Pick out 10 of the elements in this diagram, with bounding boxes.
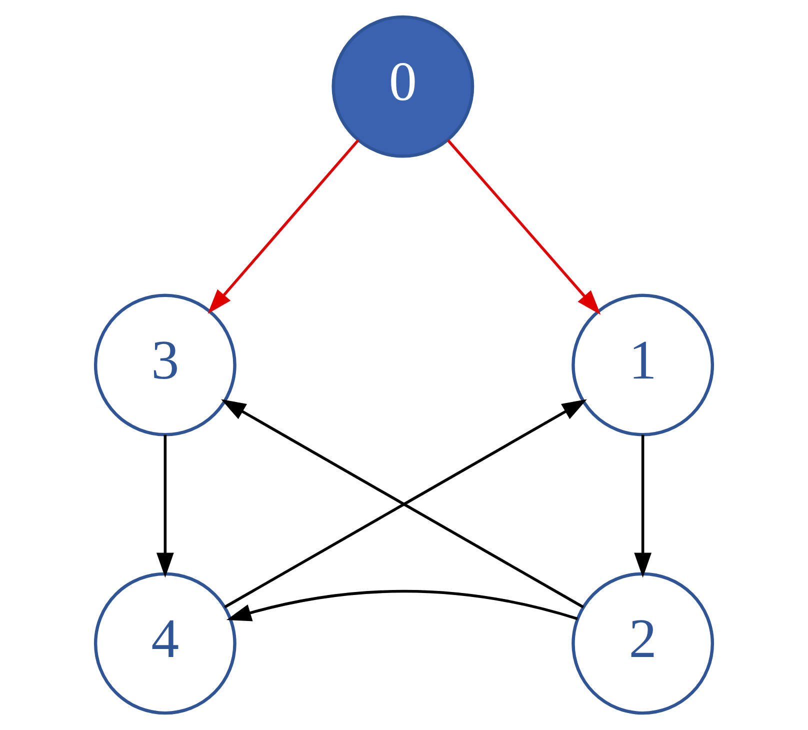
arrow (156, 434, 174, 578)
arrow (634, 434, 652, 578)
node-circle: 2 (572, 572, 714, 715)
arrow (208, 139, 360, 314)
node-circle: 3 (94, 294, 236, 436)
node-circle: 4 (94, 572, 236, 715)
node-circle: 0 (332, 15, 474, 158)
node-circle: 1 (572, 294, 714, 436)
arrow (447, 139, 601, 315)
arrow (226, 590, 578, 622)
